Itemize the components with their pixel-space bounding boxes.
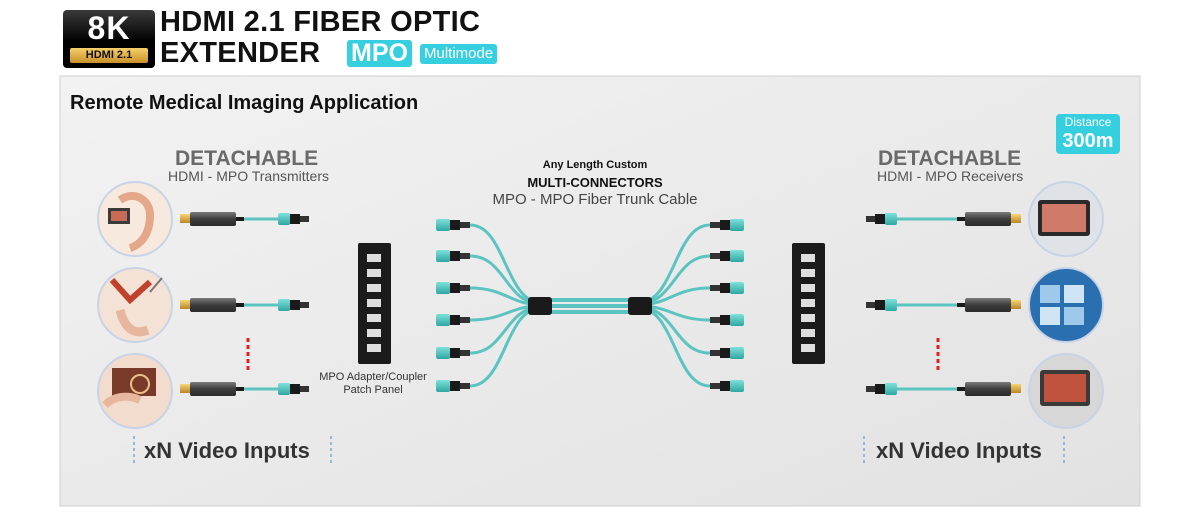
background-panel <box>59 75 1141 507</box>
receiver-3 <box>866 382 1021 396</box>
multimode-tag: Multimode <box>420 44 498 64</box>
badge-version: HDMI 2.1 <box>70 48 148 63</box>
source-image-ultrasound <box>97 353 173 429</box>
left-footer: xN Video Inputs <box>144 438 310 463</box>
source-image-knee <box>97 267 173 343</box>
badge-resolution: 8K <box>87 10 131 46</box>
transmitter-1 <box>180 212 309 226</box>
display-image-monitor <box>1028 181 1104 257</box>
distance-badge: Distance 300m <box>1056 114 1120 154</box>
right-patch-panel <box>792 243 825 364</box>
right-subheading: HDMI - MPO Receivers <box>877 168 1024 184</box>
display-image-scans <box>1028 267 1104 343</box>
transmitter-2 <box>180 298 309 312</box>
mpo-tag: MPO <box>347 40 412 67</box>
distance-value: 300m <box>1062 130 1114 152</box>
trunk-mpo-connectors-right <box>710 219 744 392</box>
adapter-line1: MPO Adapter/Coupler <box>319 371 427 383</box>
cable-line2: MULTI-CONNECTORS <box>527 175 663 190</box>
source-image-endoscopy <box>97 181 173 257</box>
transmitter-3 <box>180 382 309 396</box>
page-title-line1: HDMI 2.1 FIBER OPTIC <box>160 6 481 38</box>
cable-line1: Any Length Custom <box>542 159 648 171</box>
distance-label: Distance <box>1064 115 1112 129</box>
left-heading: DETACHABLE <box>175 147 319 170</box>
display-image-surgery <box>1028 353 1104 429</box>
right-heading: DETACHABLE <box>878 147 1022 170</box>
left-patch-panel <box>358 243 391 364</box>
trunk-breakout-boot-left <box>528 297 552 315</box>
trunk-breakout-boot-right <box>628 297 652 315</box>
cable-line3: MPO - MPO Fiber Trunk Cable <box>492 191 698 208</box>
receiver-1 <box>866 212 1021 226</box>
right-footer: xN Video Inputs <box>876 438 1042 463</box>
page-title-line2: EXTENDER <box>160 37 321 69</box>
receiver-2 <box>866 298 1021 312</box>
panel-title: Remote Medical Imaging Application <box>70 92 419 114</box>
trunk-mpo-connectors-left <box>436 219 470 392</box>
hdmi-8k-badge: 8K HDMI 2.1 <box>63 10 155 68</box>
left-subheading: HDMI - MPO Transmitters <box>168 168 330 184</box>
adapter-line2: Patch Panel <box>343 384 403 396</box>
